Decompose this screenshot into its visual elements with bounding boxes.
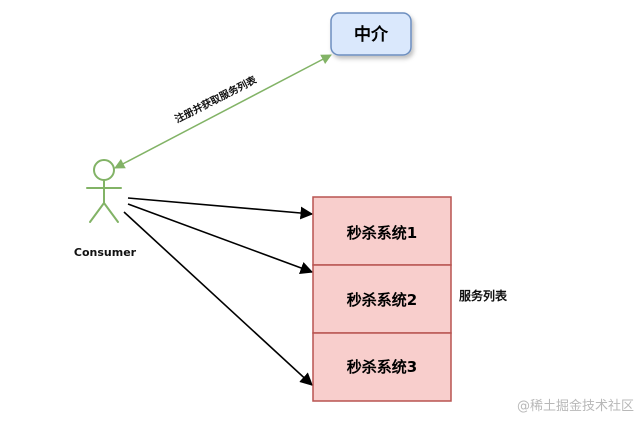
arrow-to-service-1 (127, 197, 314, 220)
service-item-3: 秒杀系统3 (312, 332, 452, 402)
service-label-1: 秒杀系统1 (347, 224, 417, 242)
service-list-label: 服务列表 (459, 288, 508, 303)
service-label-3: 秒杀系统3 (347, 358, 417, 376)
service-item-1: 秒杀系统1 (312, 196, 452, 266)
consumer-label: Consumer (74, 246, 137, 259)
service-box-3 (312, 332, 452, 402)
register-edge: 注册并获取服务列表 (114, 54, 332, 169)
register-edge-line (114, 54, 332, 169)
broker-node: 中介 (330, 12, 412, 56)
broker-label: 中介 (354, 24, 389, 45)
broker-box (330, 12, 412, 56)
service-label-2: 秒杀系统2 (347, 291, 417, 309)
watermark: @稀土掘金技术社区 (517, 398, 634, 414)
consumer-actor: Consumer (74, 159, 137, 259)
arrow-to-service-3 (123, 211, 313, 386)
service-item-2: 秒杀系统2 (312, 264, 452, 334)
request-arrows (123, 197, 314, 386)
user-icon (86, 159, 122, 223)
arrow-to-service-2 (127, 203, 314, 275)
service-box-1 (312, 196, 452, 266)
service-list: 秒杀系统1 秒杀系统2 秒杀系统3 服务列表 (312, 196, 508, 402)
